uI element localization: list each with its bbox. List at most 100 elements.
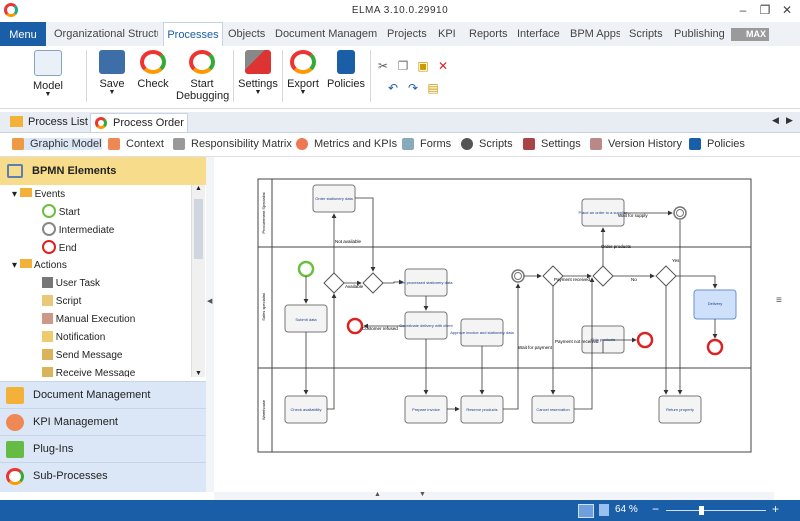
tree-item-manual-execution[interactable]: Manual Execution xyxy=(42,312,135,328)
task-prepare-invoice[interactable]: Prepare invoice xyxy=(404,395,448,424)
end-event-refused[interactable] xyxy=(346,317,364,335)
subtab-graphic-model[interactable]: Graphic Model xyxy=(12,138,102,150)
tab-scripts[interactable]: Scripts xyxy=(629,28,663,40)
export-button[interactable]: Export ▼ xyxy=(286,50,320,96)
tab-scroll-right-icon[interactable]: ▶ xyxy=(786,115,793,125)
menu-button[interactable]: Menu xyxy=(0,22,46,46)
timer-event[interactable] xyxy=(673,206,687,220)
gateway-merge[interactable] xyxy=(362,272,384,294)
task-check-availability[interactable]: Check availability xyxy=(284,395,328,424)
task-place-order-supplier[interactable]: Place an order to a supplier xyxy=(579,198,629,227)
title-bar: ELMA 3.10.0.29910 – ❐ ✕ xyxy=(0,0,800,23)
scroll-thumb[interactable] xyxy=(194,199,203,259)
subtab-version-history[interactable]: Version History xyxy=(590,138,682,150)
task-submit-data[interactable]: Submit data xyxy=(284,304,328,333)
task-set-processed[interactable]: Set processed stationery data xyxy=(400,268,454,297)
zoom-slider[interactable] xyxy=(666,510,766,511)
task-reserve-products[interactable]: Reserve products xyxy=(460,395,504,424)
subtab-forms[interactable]: Forms xyxy=(402,138,451,150)
undo-icon[interactable]: ↶ xyxy=(387,81,399,95)
delete-icon[interactable]: ✕ xyxy=(437,59,449,73)
task-return-property[interactable]: Return property xyxy=(658,395,702,424)
tab-process-order[interactable]: Process Order xyxy=(90,113,188,132)
collapse-bottom-icon[interactable]: ▼ xyxy=(419,491,426,498)
panel-plug-ins[interactable]: Plug-Ins xyxy=(0,435,206,462)
expand-bottom-icon[interactable]: ▲ xyxy=(374,491,381,498)
policies-button[interactable]: Policies xyxy=(326,50,366,90)
settings-button[interactable]: Settings ▼ xyxy=(238,50,278,96)
tree-group-events[interactable]: ▾ Events xyxy=(12,187,65,203)
start-debugging-button[interactable]: Start Debugging xyxy=(176,50,229,102)
tab-projects[interactable]: Projects xyxy=(387,28,427,40)
tree-group-actions[interactable]: ▾ Actions xyxy=(12,258,67,274)
subtab-label: Responsibility Matrix xyxy=(191,138,292,150)
zoom-slider-thumb[interactable] xyxy=(699,506,704,515)
task-delivery[interactable]: Delivery xyxy=(693,289,737,320)
close-button[interactable]: ✕ xyxy=(781,3,793,17)
tree-item-start[interactable]: Start xyxy=(42,204,80,220)
tab-processes[interactable]: Processes xyxy=(163,22,223,48)
tree-item-receive-message[interactable]: Receive Message xyxy=(42,366,135,377)
zoom-out-button[interactable]: − xyxy=(652,502,660,516)
tree-scrollbar[interactable]: ▲ ▼ xyxy=(191,185,205,377)
panel-sub-processes[interactable]: Sub-Processes xyxy=(0,462,206,492)
minimize-button[interactable]: – xyxy=(739,3,747,17)
tree-item-notification[interactable]: Notification xyxy=(42,330,105,346)
tab-document-management[interactable]: Document Managemen xyxy=(275,28,377,40)
task-cancel-reservation[interactable]: Cancel reservation xyxy=(531,395,575,424)
clipboard-icon[interactable]: ▤ xyxy=(427,81,439,95)
tree-item-script[interactable]: Script xyxy=(42,294,81,310)
tab-organizational-structure[interactable]: Organizational Structur xyxy=(54,28,158,40)
start-event[interactable] xyxy=(297,260,315,278)
bpmn-elements-header[interactable]: BPMN Elements xyxy=(0,157,206,185)
tree-item-send-message[interactable]: Send Message xyxy=(42,348,123,364)
check-button[interactable]: Check xyxy=(136,50,170,90)
scroll-down-icon[interactable]: ▼ xyxy=(195,370,202,377)
redo-icon[interactable]: ↷ xyxy=(407,81,419,95)
subtab-scripts[interactable]: Scripts xyxy=(461,138,513,150)
subtab-policies[interactable]: Policies xyxy=(689,138,745,150)
tab-bpm-apps[interactable]: BPM Apps xyxy=(570,28,620,40)
subtab-responsibility-matrix[interactable]: Responsibility Matrix xyxy=(173,138,292,150)
diagram-canvas[interactable]: Procurement Specialist Sales specialist … xyxy=(214,157,774,492)
subtab-metrics-kpis[interactable]: Metrics and KPIs xyxy=(296,138,397,150)
cut-icon[interactable]: ✂ xyxy=(377,59,389,73)
panel-kpi-management[interactable]: KPI Management xyxy=(0,408,206,435)
tab-publishing[interactable]: Publishing xyxy=(674,28,724,40)
tab-objects[interactable]: Objects xyxy=(228,28,266,40)
panel-document-management[interactable]: Document Management xyxy=(0,381,206,408)
gateway-order[interactable] xyxy=(592,265,614,287)
copy-icon[interactable]: ❐ xyxy=(397,59,409,73)
task-coordinate-delivery[interactable]: Coordinate delivery with client xyxy=(399,311,453,340)
gateway-available[interactable] xyxy=(323,272,345,294)
svg-text:Check availability: Check availability xyxy=(291,407,322,412)
save-button[interactable]: Save ▼ xyxy=(97,50,127,96)
max-button[interactable]: MAX xyxy=(731,28,769,41)
bottom-splitter[interactable]: ▲ ▼ xyxy=(214,491,774,500)
right-panel-strip: ≡ xyxy=(774,157,800,492)
tab-scroll-left-icon[interactable]: ◀ xyxy=(772,115,779,125)
tab-process-list[interactable]: Process List xyxy=(6,113,88,132)
model-button[interactable]: Model ▼ xyxy=(30,50,66,98)
zoom-in-button[interactable]: + xyxy=(772,502,780,516)
collapse-left-icon[interactable]: ◀ xyxy=(207,298,213,305)
task-order-stationery[interactable]: Order stationery data xyxy=(312,184,356,213)
tree-item-user-task[interactable]: User Task xyxy=(42,276,100,292)
tree-item-intermediate[interactable]: Intermediate xyxy=(42,222,114,238)
paste-icon[interactable]: ▣ xyxy=(417,59,429,73)
menu-lines-icon[interactable]: ≡ xyxy=(776,295,782,306)
left-splitter[interactable]: ◀ xyxy=(206,157,214,492)
end-event-delivery[interactable] xyxy=(706,338,724,356)
bpmn-diagram[interactable]: Procurement Specialist Sales specialist … xyxy=(214,157,774,492)
intermediate-event[interactable] xyxy=(511,269,525,283)
subtab-settings[interactable]: Settings xyxy=(523,138,581,150)
end-event-ship[interactable] xyxy=(636,331,654,349)
restore-button[interactable]: ❐ xyxy=(759,3,771,17)
fit-screen-icon[interactable] xyxy=(578,504,594,518)
tab-interface[interactable]: Interface xyxy=(517,28,560,40)
tree-item-end[interactable]: End xyxy=(42,240,77,256)
subtab-context[interactable]: Context xyxy=(108,138,164,150)
tab-reports[interactable]: Reports xyxy=(469,28,508,40)
tab-kpi[interactable]: KPI xyxy=(438,28,456,40)
scroll-up-icon[interactable]: ▲ xyxy=(195,185,202,192)
